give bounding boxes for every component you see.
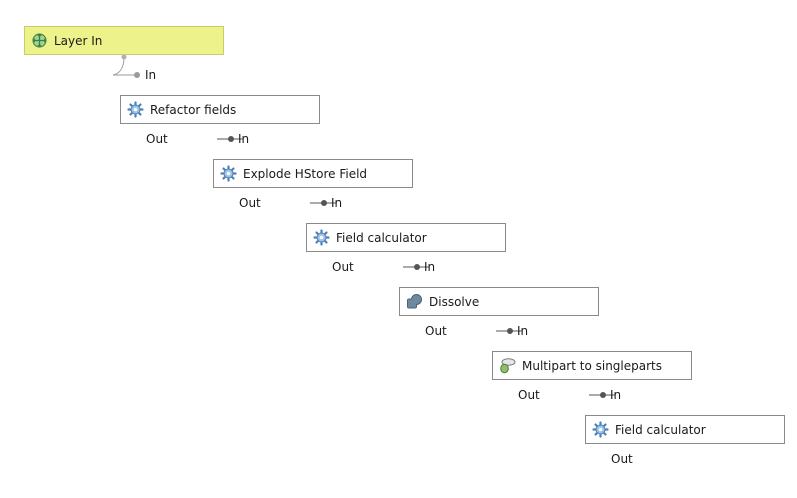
out-port-label: Out <box>239 196 261 210</box>
node-label: Refactor fields <box>150 102 237 117</box>
node-label: Layer In <box>54 33 103 48</box>
gear-icon <box>313 229 330 246</box>
out-port-label: Out <box>611 452 633 466</box>
dissolve-icon <box>406 293 423 310</box>
port-dot <box>321 200 327 206</box>
dissolve-node[interactable]: Dissolve <box>399 287 599 316</box>
in-port-label: In <box>238 132 250 146</box>
out-port-label: Out <box>332 260 354 274</box>
in-port-label: In <box>145 68 157 82</box>
port-dot <box>600 392 606 398</box>
node-label: Field calculator <box>615 422 706 437</box>
explode-hstore-field-node[interactable]: Explode HStore Field <box>213 159 413 188</box>
node-label: Explode HStore Field <box>243 166 368 181</box>
field-calculator-node-2[interactable]: Field calculator <box>585 415 785 444</box>
node-label: Dissolve <box>429 294 480 309</box>
in-port-label: In <box>331 196 343 210</box>
multipart-to-singleparts-node[interactable]: Multipart to singleparts <box>492 351 692 380</box>
layer-in-input-node[interactable]: Layer In <box>24 26 224 55</box>
field-calculator-node[interactable]: Field calculator <box>306 223 506 252</box>
in-port-label: In <box>424 260 436 274</box>
out-port-label: Out <box>518 388 540 402</box>
gear-icon <box>592 421 609 438</box>
in-port-label: In <box>517 324 529 338</box>
port-dot <box>121 54 127 60</box>
port-dot <box>134 72 140 78</box>
port-dot <box>507 328 513 334</box>
gear-icon <box>220 165 237 182</box>
gear-icon <box>127 101 144 118</box>
multipart-icon <box>499 357 516 374</box>
out-port-label: Out <box>425 324 447 338</box>
out-port-label: Out <box>146 132 168 146</box>
port-dot <box>228 136 234 142</box>
refactor-fields-node[interactable]: Refactor fields <box>120 95 320 124</box>
connector-layer-in-to-refactor <box>112 56 137 76</box>
input-layer-icon <box>31 32 48 49</box>
port-dot <box>414 264 420 270</box>
node-label: Field calculator <box>336 230 427 245</box>
node-label: Multipart to singleparts <box>522 358 663 373</box>
in-port-label: In <box>610 388 622 402</box>
